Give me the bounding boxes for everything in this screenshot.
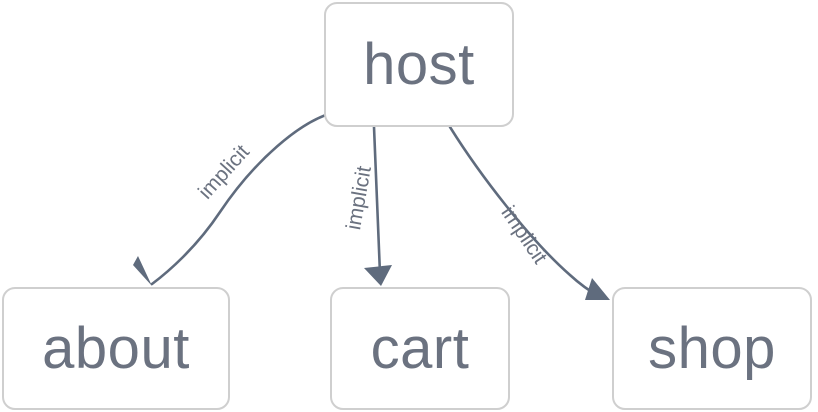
edge-host-cart[interactable] [364, 125, 392, 286]
node-cart[interactable]: cart [330, 287, 510, 410]
node-cart-label: cart [370, 315, 470, 381]
node-about[interactable]: about [2, 287, 230, 410]
edge-path-host-about [150, 111, 334, 286]
edge-host-about[interactable] [133, 111, 334, 286]
node-host-label: host [363, 31, 475, 97]
node-shop[interactable]: shop [612, 287, 812, 410]
edge-host-shop[interactable] [448, 125, 610, 300]
node-host[interactable]: host [324, 2, 514, 127]
arrowhead-shop [585, 278, 610, 300]
node-shop-label: shop [648, 315, 776, 381]
edge-path-host-cart [372, 125, 382, 276]
arrowhead-cart [364, 265, 392, 286]
edge-path-host-shop [448, 125, 602, 299]
node-about-label: about [42, 315, 190, 381]
arrowhead-about [133, 256, 152, 286]
